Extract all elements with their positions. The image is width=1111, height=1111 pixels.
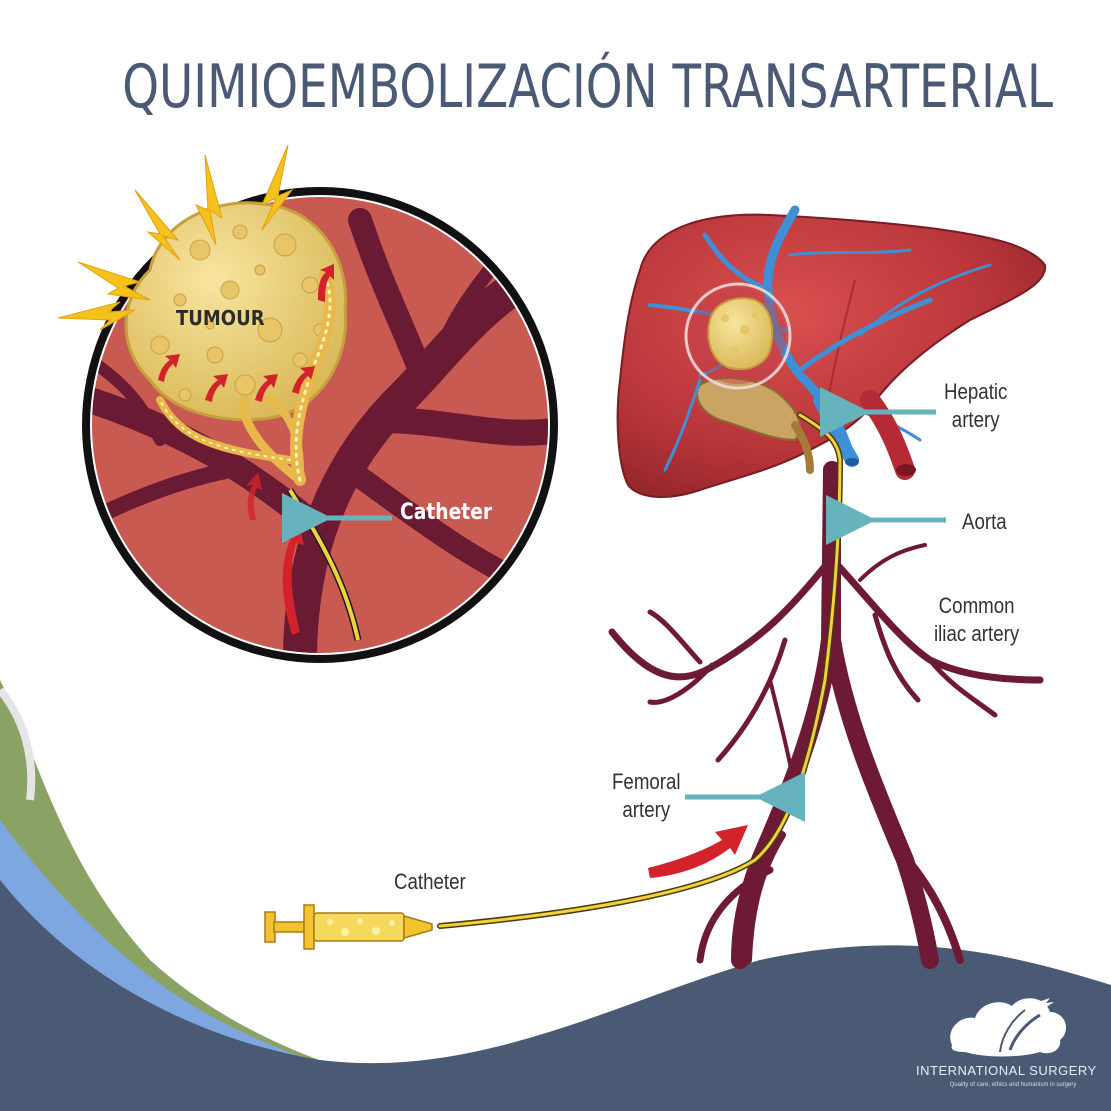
feeding-vessels — [156, 269, 336, 486]
zoom-circle — [57, 144, 558, 663]
logo-name: INTERNATIONAL SURGERY — [916, 1063, 1097, 1078]
aorta-label: Aorta — [962, 509, 1007, 534]
hepatic-artery-label-line1: Hepatic — [944, 379, 1008, 404]
flow-arrow-femoral — [648, 825, 748, 878]
catheter-label: Catheter — [394, 869, 466, 894]
femoral-artery-label-line1: Femoral — [612, 769, 681, 794]
hepatic-artery-label: Hepatic artery — [944, 378, 1007, 434]
common-iliac-label-line2: iliac artery — [934, 621, 1020, 646]
common-iliac-artery-label: Common iliac artery — [934, 592, 1019, 648]
main-catheter — [437, 412, 844, 929]
flow-arrows-zoom — [158, 264, 334, 635]
zoom-catheter-label: Catheter — [400, 500, 493, 525]
label-pointers — [685, 387, 946, 822]
femoral-artery-label: Femoral artery — [612, 768, 681, 824]
common-iliac-label-line1: Common — [938, 593, 1015, 618]
liver — [616, 205, 1047, 498]
femoral-artery-label-line2: artery — [622, 797, 671, 822]
tumour-mass — [124, 201, 348, 422]
page-title: QUIMIOEMBOLIZACIÓN TRANSARTERIAL — [122, 52, 1054, 122]
pain-bolts — [57, 144, 294, 331]
bottom-wave-decoration — [0, 680, 1111, 1111]
logo-mark — [950, 998, 1067, 1057]
syringe — [264, 904, 433, 950]
logo-tagline: Quality of care, ethics and humanism in … — [949, 1082, 1077, 1088]
arterial-tree — [608, 461, 1044, 969]
hepatic-artery-label-line2: artery — [951, 407, 1000, 432]
tumour-label: TUMOUR — [176, 306, 265, 330]
